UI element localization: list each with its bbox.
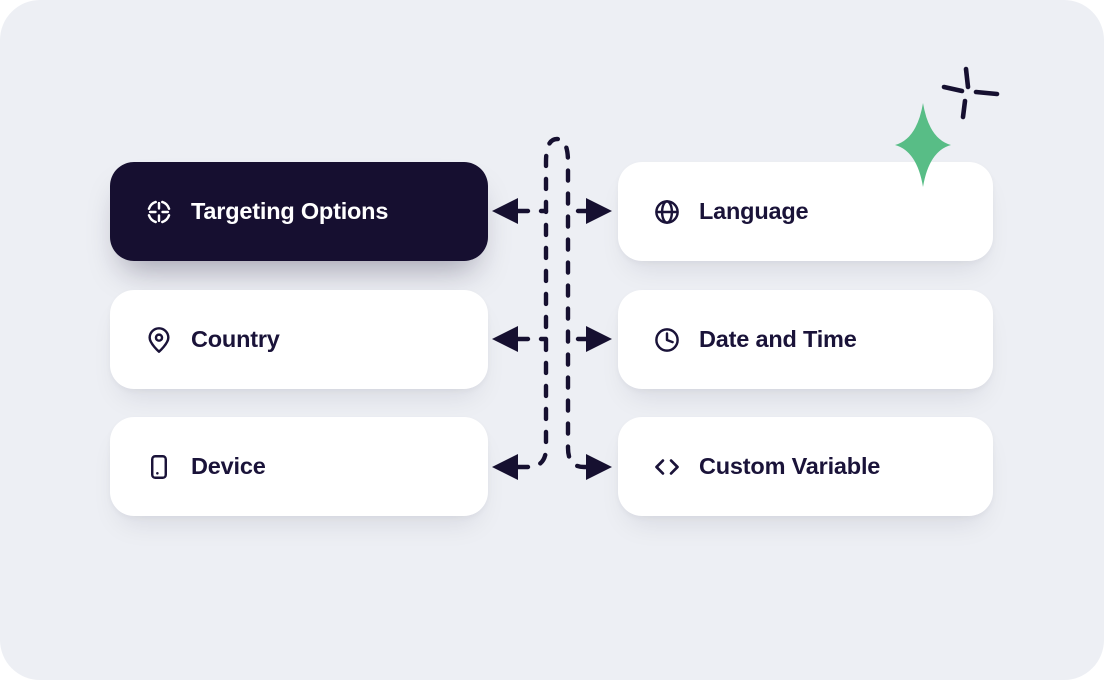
card-label: Country <box>191 326 280 352</box>
card-label: Language <box>699 198 809 224</box>
card-label: Device <box>191 453 266 479</box>
card-label: Custom Variable <box>699 453 881 479</box>
card-targeting-options[interactable]: Targeting Options <box>110 162 488 261</box>
card-country[interactable]: Country <box>110 290 488 389</box>
map-pin-icon <box>145 326 173 354</box>
card-date-and-time[interactable]: Date and Time <box>618 290 993 389</box>
smartphone-icon <box>145 453 173 481</box>
code-icon <box>653 453 681 481</box>
card-label: Date and Time <box>699 326 857 352</box>
clock-icon <box>653 326 681 354</box>
card-custom-variable[interactable]: Custom Variable <box>618 417 993 516</box>
sparkle-star-icon <box>895 103 951 187</box>
hand-drawn-plus-icon <box>941 66 1000 120</box>
card-language[interactable]: Language <box>618 162 993 261</box>
card-device[interactable]: Device <box>110 417 488 516</box>
globe-icon <box>653 198 681 226</box>
card-label: Targeting Options <box>191 198 389 224</box>
target-icon <box>145 198 173 226</box>
dashed-connector-arrows <box>492 136 612 480</box>
